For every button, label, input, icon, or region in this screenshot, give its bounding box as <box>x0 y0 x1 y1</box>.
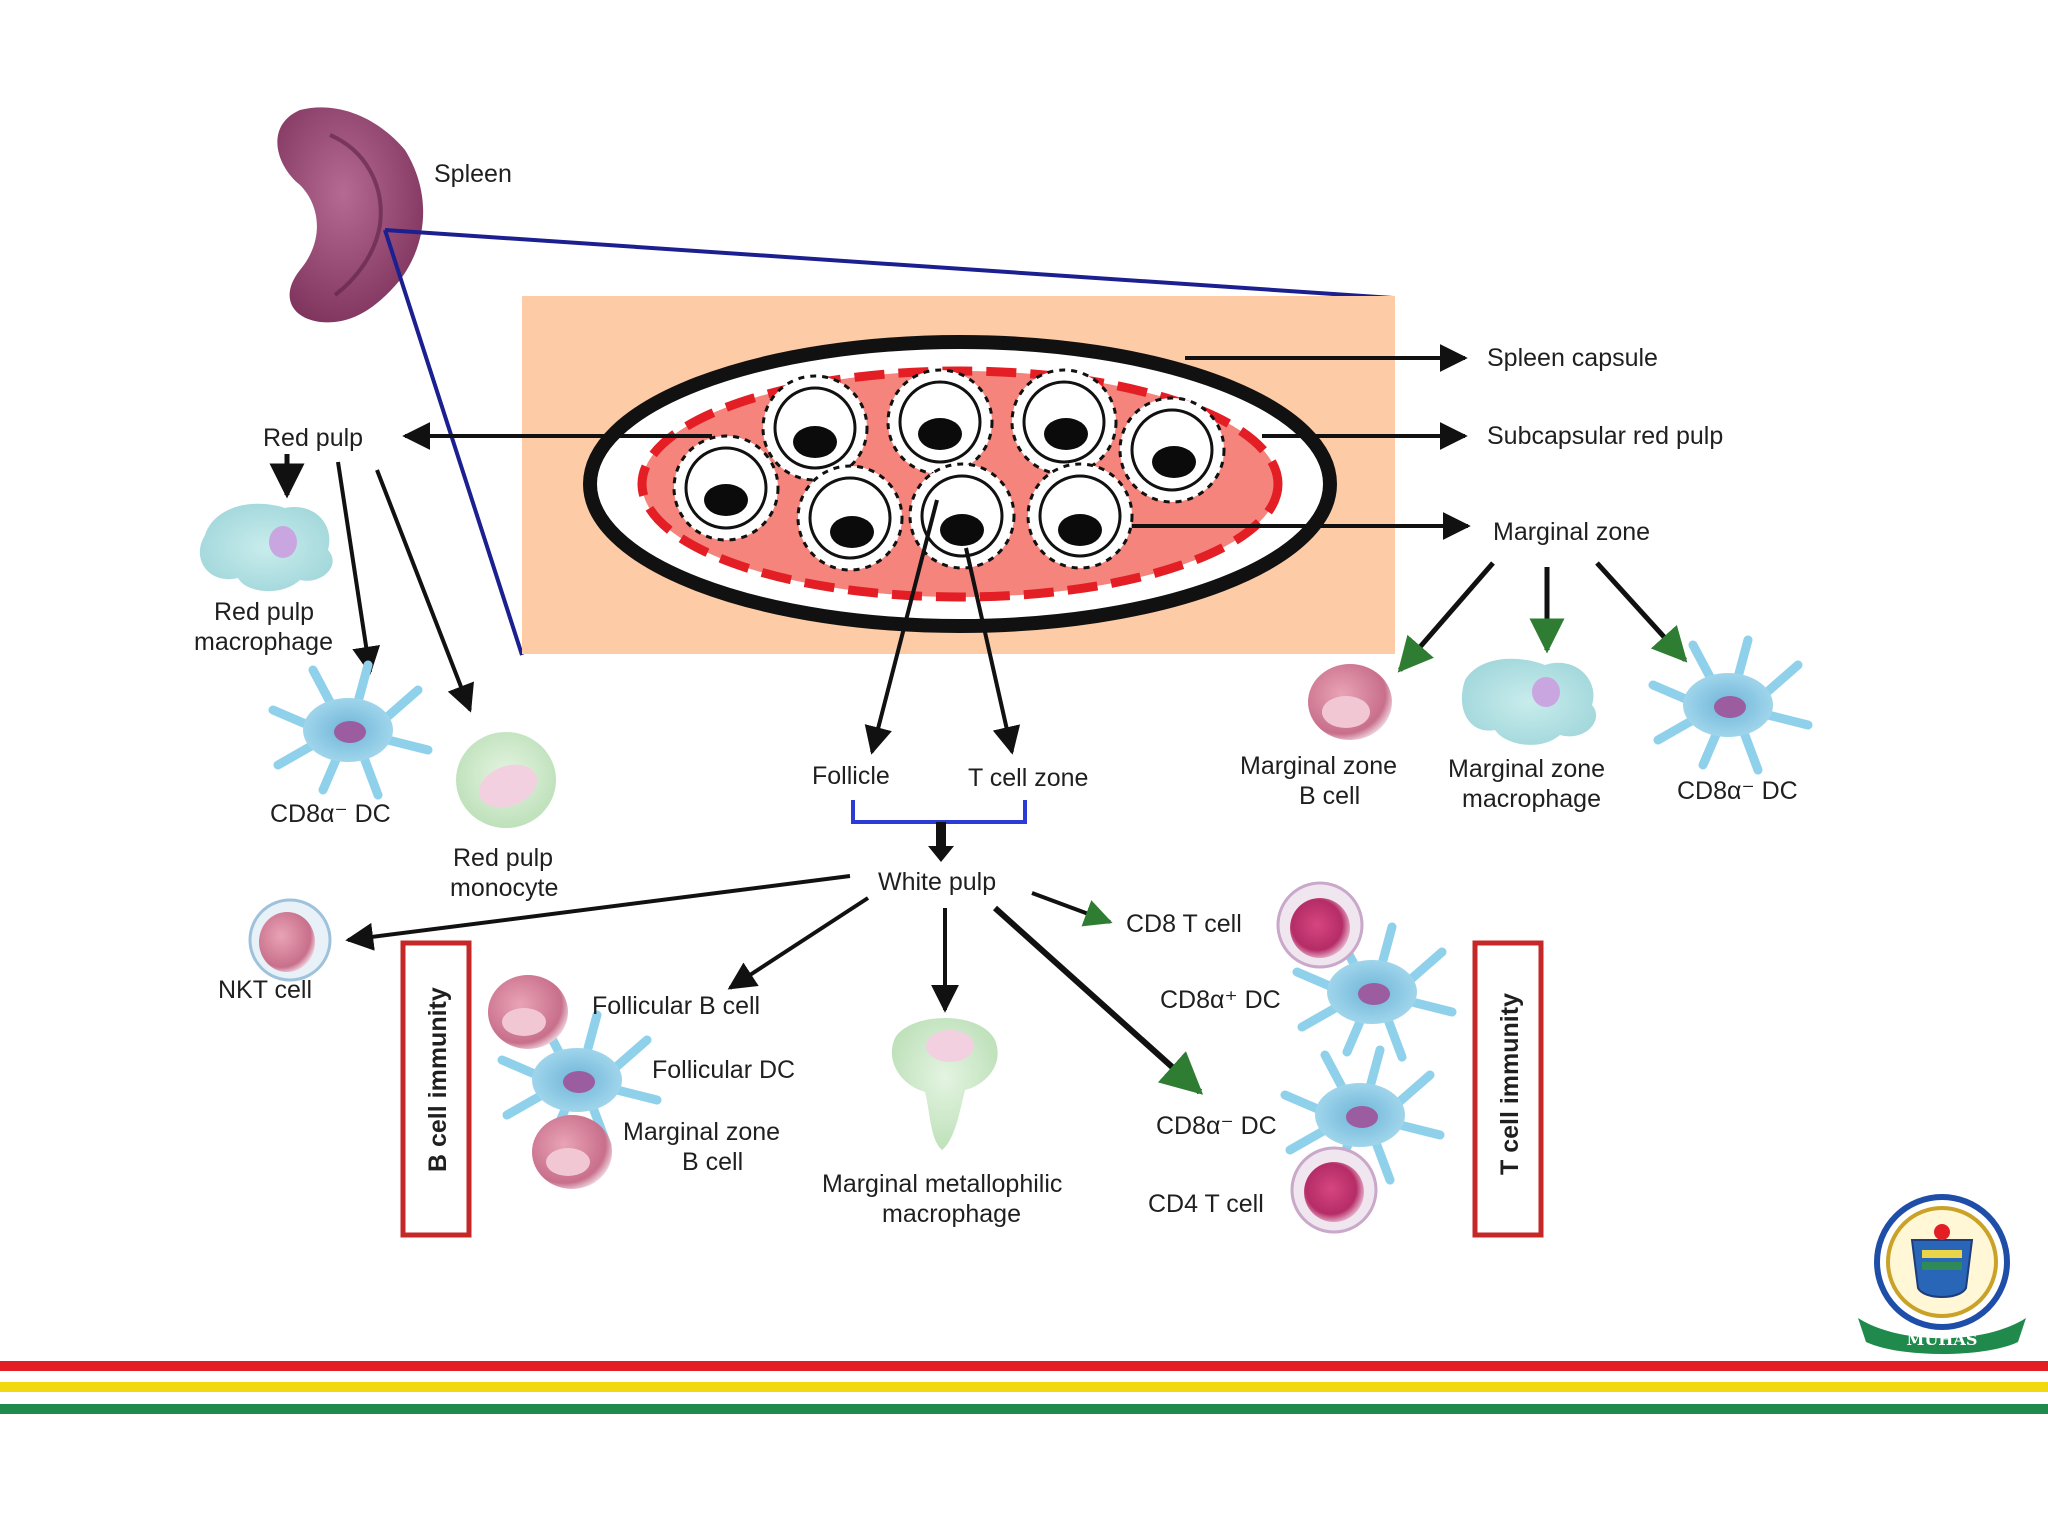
follicles <box>672 368 1226 572</box>
follicular-b-cell-label: Follicular B cell <box>592 992 760 1020</box>
wp-mz-b-cell-label-2: B cell <box>682 1148 743 1176</box>
cd8-t-cell <box>1276 881 1364 969</box>
t-cell-zone-label: T cell zone <box>968 764 1088 792</box>
mz-b-cell-label-1: Marginal zone <box>1240 752 1397 780</box>
mz-cd8a-minus-dc-label: CD8α⁻ DC <box>1677 777 1798 805</box>
wp-mz-b-cell <box>532 1115 612 1189</box>
red-pulp-cd8a-minus-dc-cell <box>268 660 433 800</box>
cd4-t-cell <box>1290 1146 1378 1234</box>
white-pulp-bracket-arrowhead <box>928 846 954 862</box>
mz-b-cell <box>1308 664 1392 740</box>
mz-cd8a-minus-dc-cell <box>1648 635 1813 775</box>
arrow-red-pulp-to-monocyte <box>375 469 474 713</box>
stripe-green <box>0 1404 2048 1414</box>
arrow-red-pulp-to-dc <box>336 461 381 675</box>
follicle-6 <box>796 464 904 572</box>
marginal-metallophilic-macrophage-cell <box>891 1018 998 1150</box>
follicle-8 <box>1026 462 1134 570</box>
red-pulp-monocyte-cell <box>456 732 556 828</box>
follicle-4 <box>1010 368 1118 476</box>
spleen-label: Spleen <box>434 160 512 188</box>
red-pulp-macrophage-label-2: macrophage <box>194 628 333 656</box>
wp-cd8a-minus-dc-label: CD8α⁻ DC <box>1156 1112 1277 1140</box>
zoom-line-bottom <box>383 229 524 656</box>
t-cell-immunity-box <box>1472 940 1544 1238</box>
muhas-logo: MUHAS <box>1858 1194 2026 1354</box>
cd8a-plus-dc-cell <box>1292 922 1457 1062</box>
nkt-cell-label: NKT cell <box>218 976 312 1004</box>
red-pulp-monocyte-label-2: monocyte <box>450 874 558 902</box>
marginal-zone-label: Marginal zone <box>1493 518 1650 546</box>
b-cell-immunity-label: B cell immunity <box>424 987 452 1172</box>
arrow-wp-to-follicular-b <box>727 896 870 990</box>
white-pulp-label: White pulp <box>878 868 996 896</box>
footer-stripes <box>0 1361 2048 1414</box>
arrow-wp-to-cd8-dc <box>992 905 1204 1095</box>
arrow-to-t-cell-zone <box>964 547 1021 755</box>
stripe-red <box>0 1361 2048 1371</box>
mz-macrophage-label-2: macrophage <box>1462 785 1601 813</box>
metallophilic-label-2: macrophage <box>882 1200 1021 1228</box>
mz-macrophage-label-1: Marginal zone <box>1448 755 1605 783</box>
white-pulp-bracket <box>851 800 1027 824</box>
arrow-mz-to-b-cell <box>1397 561 1495 673</box>
arrow-wp-to-nkt <box>345 874 851 951</box>
wp-mz-b-cell-label-1: Marginal zone <box>623 1118 780 1146</box>
spleen-organ <box>277 107 424 323</box>
arrow-mz-to-dc <box>1595 561 1688 663</box>
mz-b-cell-label-2: B cell <box>1299 782 1360 810</box>
follicle-5 <box>1118 396 1226 504</box>
mz-macrophage-cell <box>1461 658 1597 745</box>
marginal-zone-dashes <box>637 366 1283 602</box>
follicular-b-cell <box>488 975 568 1049</box>
subcapsular-red-pulp-label: Subcapsular red pulp <box>1487 422 1723 450</box>
cd4-t-cell-label: CD4 T cell <box>1148 1190 1264 1218</box>
wp-cd8a-minus-dc-cell <box>1280 1045 1445 1185</box>
follicular-dc-label: Follicular DC <box>652 1056 795 1084</box>
red-pulp-monocyte-label-1: Red pulp <box>453 844 553 872</box>
follicle-1 <box>672 434 780 542</box>
follicle-label: Follicle <box>812 762 890 790</box>
stripe-yellow <box>0 1382 2048 1392</box>
cd8-t-cell-label: CD8 T cell <box>1126 910 1242 938</box>
arrow-wp-to-cd8-t <box>1031 891 1113 927</box>
red-pulp-macrophage-cell <box>199 503 333 592</box>
cd8a-plus-dc-label: CD8α⁺ DC <box>1160 986 1281 1014</box>
zoom-line-top <box>384 228 1394 300</box>
follicle-2 <box>761 374 869 482</box>
t-cell-immunity-label: T cell immunity <box>1496 993 1524 1175</box>
red-pulp-cd8a-minus-dc-label: CD8α⁻ DC <box>270 800 391 828</box>
white-pulp-bracket-stem <box>936 822 946 848</box>
muhas-logo-text: MUHAS <box>1907 1330 1978 1349</box>
red-pulp-macrophage-label-1: Red pulp <box>214 598 314 626</box>
b-cell-immunity-box <box>400 940 472 1238</box>
follicle-3 <box>886 368 994 476</box>
nkt-cell <box>248 898 332 982</box>
follicle-7 <box>908 462 1016 570</box>
spleen-capsule-label: Spleen capsule <box>1487 344 1658 372</box>
arrow-to-follicle <box>864 499 939 755</box>
metallophilic-label-1: Marginal metallophilic <box>822 1170 1062 1198</box>
red-pulp-label: Red pulp <box>263 424 363 452</box>
